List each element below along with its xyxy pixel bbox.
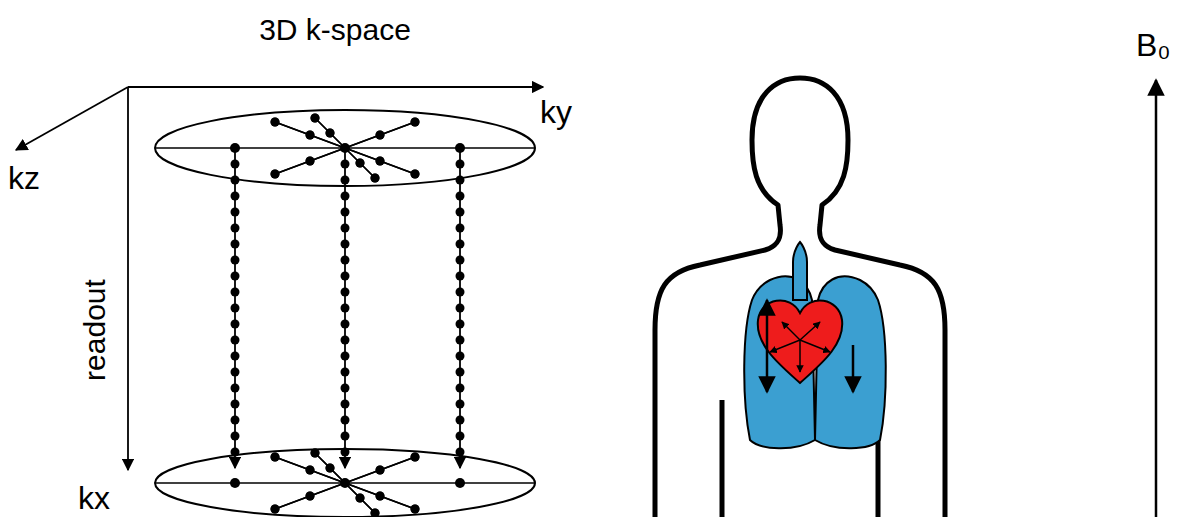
axis-label: ky (540, 96, 572, 128)
axis-label: kz (8, 162, 40, 194)
panel-title: 3D k-space (259, 15, 411, 45)
field-label: B₀ (1136, 29, 1171, 61)
k-space-sketch (16, 87, 543, 517)
torso-sketch (655, 78, 945, 517)
axis-label: readout (80, 279, 110, 381)
field-arrow (1155, 80, 1158, 517)
axis-label: kx (78, 482, 110, 514)
